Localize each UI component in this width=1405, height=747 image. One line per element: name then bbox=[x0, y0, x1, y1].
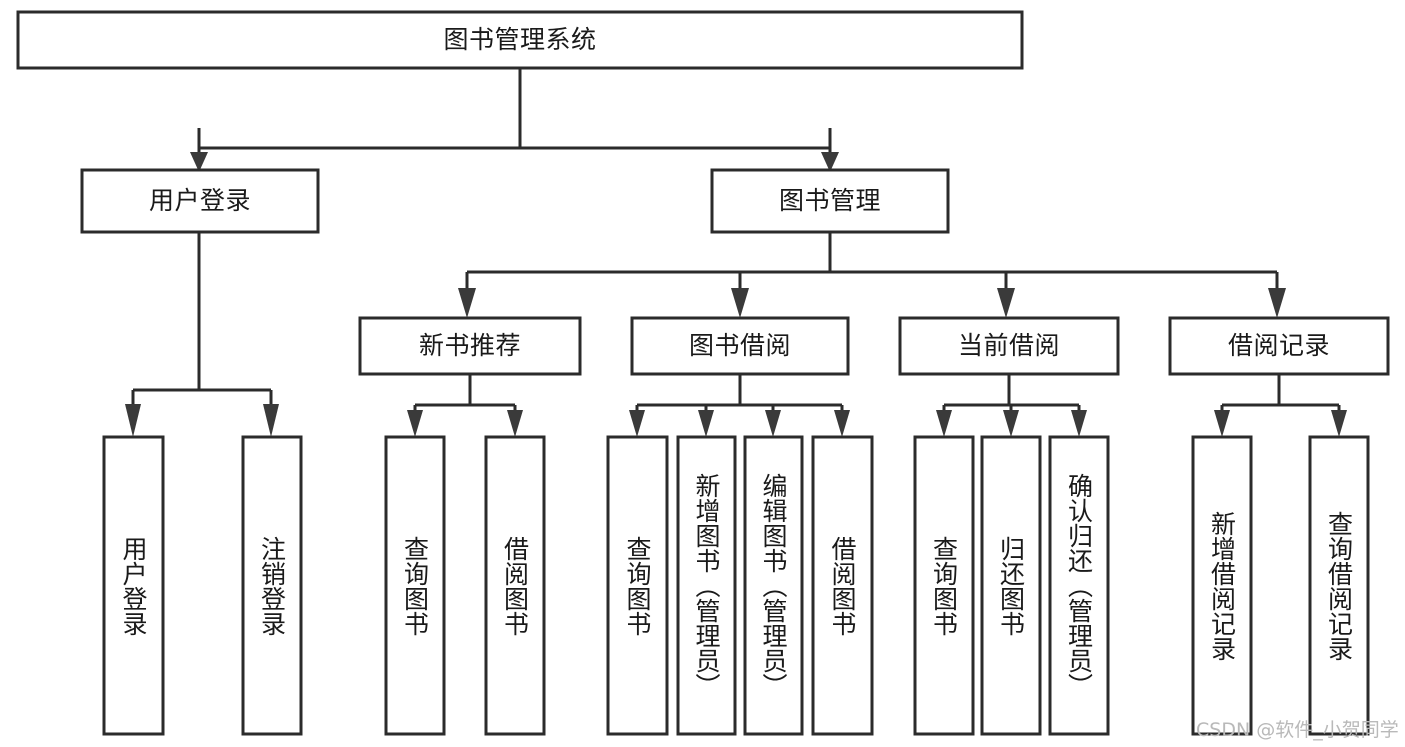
node-box-leaf-add-borrow-record[interactable] bbox=[1191, 435, 1253, 736]
node-box-borrow-record[interactable] bbox=[1168, 316, 1390, 376]
arrow-head-book-borrow bbox=[731, 288, 749, 318]
node-box-leaf-query-book-rec[interactable] bbox=[384, 435, 446, 736]
node-box-leaf-borrow-book-bor[interactable] bbox=[811, 435, 874, 736]
node-box-leaf-confirm-return-admin[interactable] bbox=[1048, 435, 1110, 736]
arrow-head-leaf-user-logout bbox=[263, 404, 279, 437]
node-box-leaf-query-book-bor[interactable] bbox=[606, 435, 669, 736]
node-box-user-login[interactable] bbox=[80, 168, 320, 234]
arrow-head-user-login bbox=[190, 152, 208, 172]
connector-group-root-to-level2 bbox=[190, 68, 839, 172]
node-box-leaf-user-logout[interactable] bbox=[241, 435, 303, 736]
node-box-leaf-query-book-cur[interactable] bbox=[913, 435, 975, 736]
arrow-head-leaf-return-book bbox=[1003, 410, 1019, 437]
node-box-book-manage[interactable] bbox=[710, 168, 950, 234]
connector-group-new-book-recommend-to-leaves bbox=[407, 374, 523, 437]
arrow-head-leaf-query-book-rec bbox=[407, 410, 423, 437]
connector-group-book-manage-to-level3 bbox=[458, 232, 1286, 318]
node-box-root[interactable] bbox=[16, 10, 1024, 70]
node-box-leaf-borrow-book-rec[interactable] bbox=[484, 435, 546, 736]
arrow-head-leaf-borrow-book-bor bbox=[834, 410, 850, 437]
node-box-leaf-user-login[interactable] bbox=[102, 435, 165, 736]
arrow-head-leaf-edit-book-admin bbox=[765, 410, 781, 437]
connector-group-user-login-to-leaves bbox=[125, 232, 279, 437]
arrow-head-new-book-recommend bbox=[458, 288, 476, 318]
arrow-head-book-manage bbox=[821, 152, 839, 172]
arrow-head-leaf-query-book-bor bbox=[629, 410, 645, 437]
arrow-head-leaf-borrow-book-rec bbox=[507, 410, 523, 437]
arrow-head-leaf-query-borrow-record bbox=[1331, 410, 1347, 437]
node-box-leaf-edit-book-admin[interactable] bbox=[743, 435, 804, 736]
node-box-leaf-query-borrow-record[interactable] bbox=[1308, 435, 1370, 736]
arrow-head-leaf-add-borrow-record bbox=[1214, 410, 1230, 437]
arrow-head-leaf-add-book-admin bbox=[698, 410, 714, 437]
arrow-head-leaf-query-book-cur bbox=[936, 410, 952, 437]
arrow-head-borrow-record bbox=[1268, 288, 1286, 318]
node-box-book-borrow[interactable] bbox=[630, 316, 850, 376]
connector-group-borrow-record-to-leaves bbox=[1214, 374, 1347, 437]
connector-group-book-borrow-to-leaves bbox=[629, 374, 850, 437]
arrow-head-current-borrow bbox=[997, 288, 1015, 318]
node-box-new-book-recommend[interactable] bbox=[358, 316, 582, 376]
node-box-leaf-add-book-admin[interactable] bbox=[676, 435, 737, 736]
node-box-leaf-return-book[interactable] bbox=[980, 435, 1042, 736]
connector-group-current-borrow-to-leaves bbox=[936, 374, 1087, 437]
arrow-head-leaf-user-login bbox=[125, 404, 141, 437]
arrow-head-leaf-confirm-return-admin bbox=[1071, 410, 1087, 437]
node-box-current-borrow[interactable] bbox=[898, 316, 1120, 376]
